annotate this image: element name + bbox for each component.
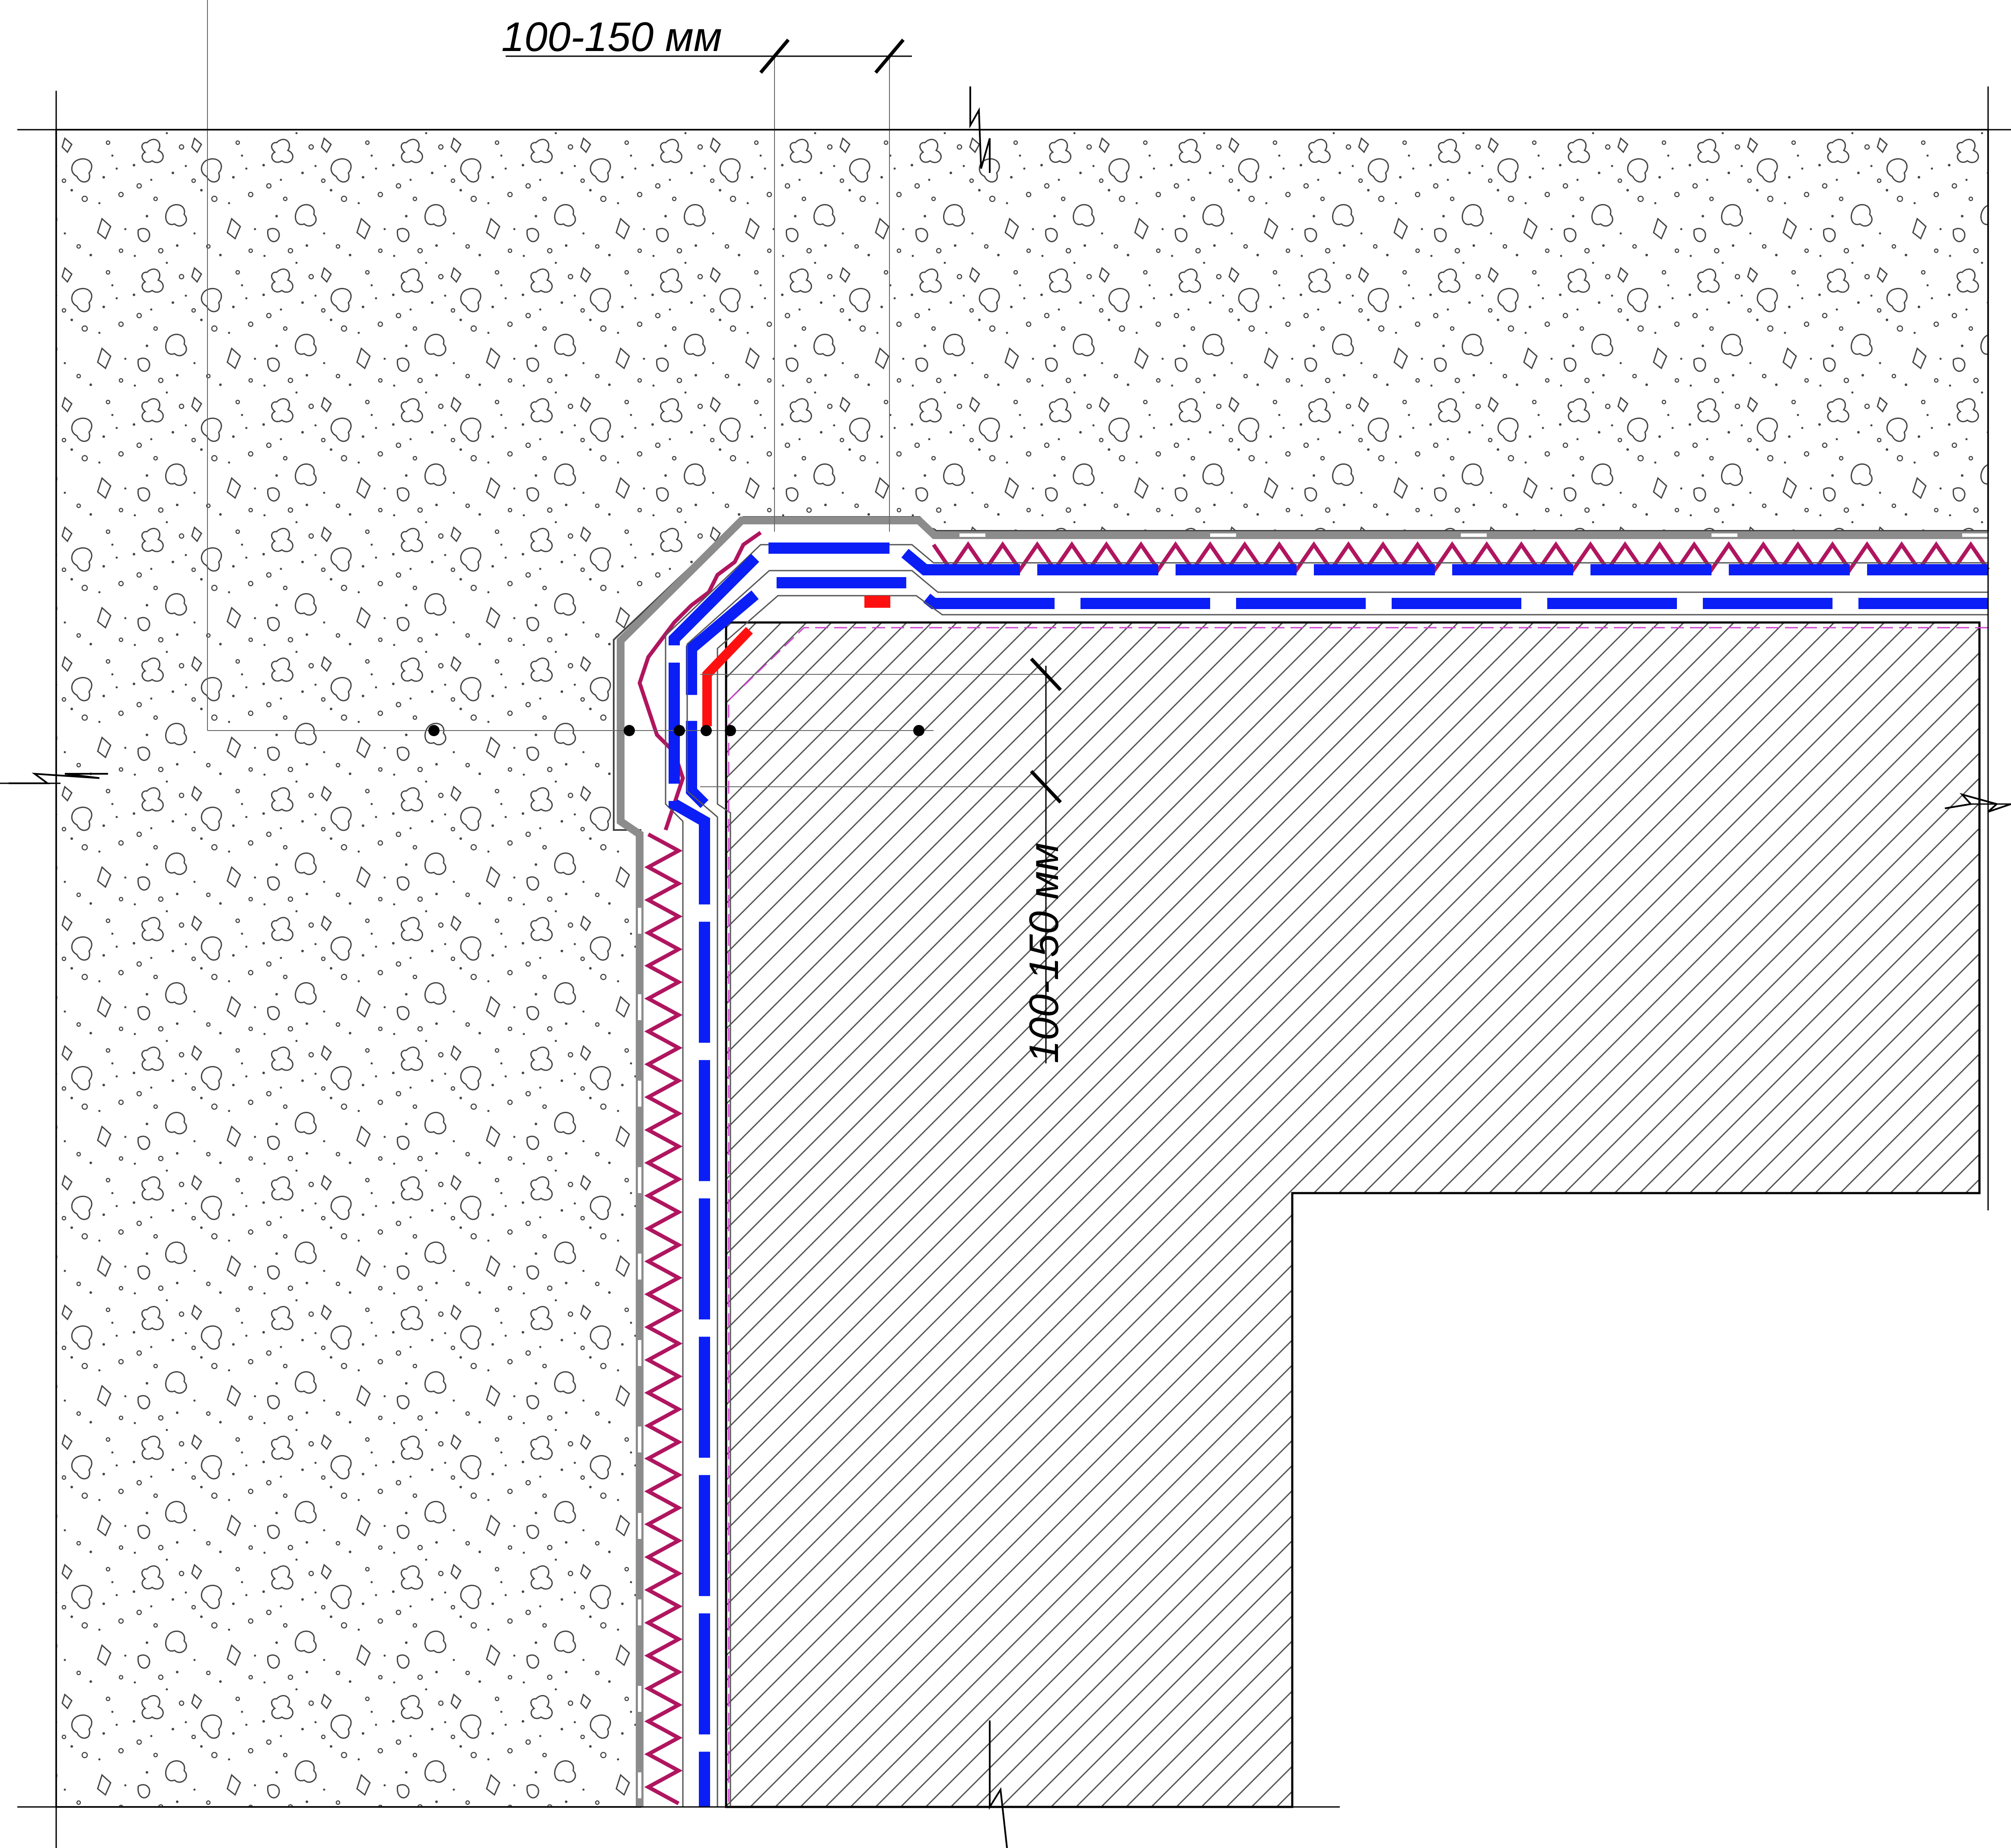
zigzag-break-icon <box>1944 793 2011 813</box>
dot-icon <box>913 725 924 736</box>
profiled-membrane-vertical <box>644 833 683 1805</box>
reinforcement-strip-end <box>864 596 890 608</box>
primer-line <box>728 627 1988 1807</box>
slash-tick-icon <box>1030 770 1062 804</box>
zigzag-break-icon <box>9 772 108 784</box>
zigzag-break-icon <box>969 86 991 173</box>
dimension-label-horizontal: 100-150 мм <box>501 14 722 60</box>
protective-layer <box>617 517 1988 1807</box>
waterproofing-membrane-2 <box>686 577 1988 808</box>
zigzag-break-icon <box>989 1720 1008 1848</box>
dot-icon <box>428 725 440 736</box>
slash-tick-icon <box>874 38 905 74</box>
slash-tick-icon <box>759 38 790 74</box>
dimension-label-vertical: 100-150 мм <box>1021 843 1067 1063</box>
slash-tick-icon <box>1030 657 1062 691</box>
waterproofing-membrane <box>669 543 1988 1807</box>
dot-icon <box>701 725 712 736</box>
membrane-outline <box>686 570 1988 1807</box>
dot-icon <box>624 725 635 736</box>
dot-icon <box>674 725 685 736</box>
hatched-structure <box>725 621 1981 1808</box>
dot-icon <box>725 725 736 736</box>
membrane-inner-line <box>665 544 1988 1807</box>
